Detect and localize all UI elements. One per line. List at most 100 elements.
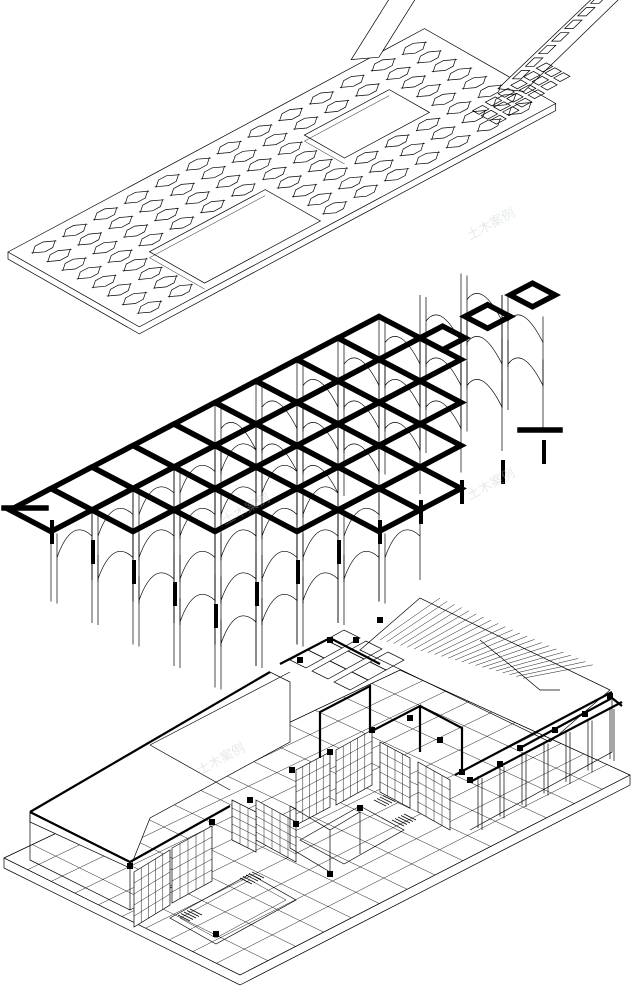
seating-row	[441, 626, 506, 657]
beam-grid-cell	[45, 463, 139, 514]
ground-grid-line	[239, 774, 631, 976]
stair-tread	[382, 795, 396, 802]
arch	[302, 529, 339, 558]
roof-grid-cell	[185, 157, 212, 171]
screen-transom	[231, 831, 257, 845]
roof-grid-cell	[106, 249, 134, 264]
screen-transom	[231, 807, 257, 821]
stair-tread	[391, 819, 405, 827]
roof-grid-cell	[92, 206, 119, 221]
structural-post	[327, 871, 333, 877]
roof-fine-cell	[518, 84, 537, 95]
structural-post	[209, 819, 215, 825]
screen-transom	[417, 771, 451, 791]
roof-grid-cell	[30, 239, 57, 254]
roof-grid-cell	[400, 75, 427, 89]
arch	[343, 400, 380, 429]
roof-grid-cell	[153, 207, 179, 222]
arch	[220, 486, 257, 515]
roof-grid-cell	[45, 248, 72, 263]
seating-row	[434, 623, 499, 655]
glazed-screen	[295, 751, 331, 826]
beam-grid-cell	[86, 442, 180, 492]
seating-row	[495, 651, 564, 672]
screen-transom	[133, 871, 171, 895]
arch	[97, 508, 134, 537]
screen-transom	[295, 762, 331, 782]
arch	[384, 379, 421, 408]
column-drop	[91, 540, 95, 564]
roof-fine-cell	[535, 62, 554, 73]
roof-grid-cell	[215, 140, 243, 155]
column-drop	[542, 440, 546, 464]
screen-transom	[171, 869, 213, 893]
arch	[343, 508, 380, 537]
seating-aisle	[479, 639, 560, 691]
screen-transom	[255, 815, 297, 839]
roof-fine-cell	[514, 97, 533, 108]
roof-grid-cell	[306, 192, 333, 207]
roof-grid-cell	[430, 92, 457, 107]
arch	[220, 529, 257, 558]
column-drop	[501, 460, 505, 484]
column-drop	[255, 582, 259, 606]
beam-tail-cell	[459, 301, 517, 332]
roof-fine-cell	[506, 92, 524, 103]
arch	[384, 422, 421, 451]
roof-grid-cell	[123, 190, 150, 205]
screen-transom	[295, 773, 331, 793]
screen-transom	[379, 751, 411, 769]
beam-grid-cell	[373, 377, 467, 428]
roof-grid-cell	[231, 149, 258, 164]
roof-slab-thickness	[7, 103, 557, 335]
roof-fine-cell	[510, 79, 528, 90]
glazed-screen	[133, 849, 171, 928]
arch	[220, 572, 257, 601]
seating-row	[468, 639, 535, 664]
structural-post	[517, 745, 523, 751]
arch	[302, 572, 339, 601]
stair-tread	[180, 913, 194, 920]
screen-transom	[335, 762, 373, 784]
screen-transom	[335, 773, 373, 795]
roof-slab-grid-layer	[7, 0, 619, 335]
roof-grid-cell	[138, 199, 164, 213]
structural-post	[247, 797, 253, 803]
roof-arm-cell	[589, 0, 604, 4]
column-drop	[132, 560, 136, 584]
arch	[179, 508, 216, 537]
screen-transom	[231, 823, 257, 837]
screen-transom	[171, 847, 213, 871]
roof-fine-cell	[527, 89, 546, 99]
stair-tread	[397, 816, 411, 824]
roof-fine-cell	[531, 75, 550, 86]
stair-tread	[394, 818, 408, 825]
roof-arm-cell	[576, 7, 596, 17]
roof-grid-cell	[292, 116, 319, 131]
roof-grid-cell	[122, 224, 149, 238]
screen-transom	[133, 860, 171, 884]
stair-tread	[373, 799, 387, 807]
roof-courtyard-depth	[149, 195, 266, 290]
roof-grid-cell	[461, 75, 488, 90]
seating-row	[413, 613, 477, 650]
arch	[343, 551, 380, 580]
hall-block-face	[29, 812, 131, 911]
structural-post	[297, 657, 303, 663]
screen-transom	[417, 781, 451, 801]
roof-grid-cell	[107, 215, 134, 230]
roof-grid-cell	[322, 167, 349, 182]
courtyard-pool	[169, 873, 297, 945]
structural-post	[607, 693, 613, 699]
roof-fine-cell	[489, 114, 507, 125]
roof-fine-cell	[544, 67, 563, 78]
watermark-middle: 土木案例	[465, 466, 518, 504]
roof-grid-cell	[383, 167, 410, 182]
seating-row	[379, 597, 441, 641]
beam-grid-cell	[373, 420, 467, 471]
structural-post	[459, 769, 465, 775]
roof-grid-cell	[167, 283, 194, 298]
roof-grid-cell	[492, 92, 518, 107]
arch	[220, 615, 257, 644]
beam-grid-cell	[373, 334, 467, 385]
